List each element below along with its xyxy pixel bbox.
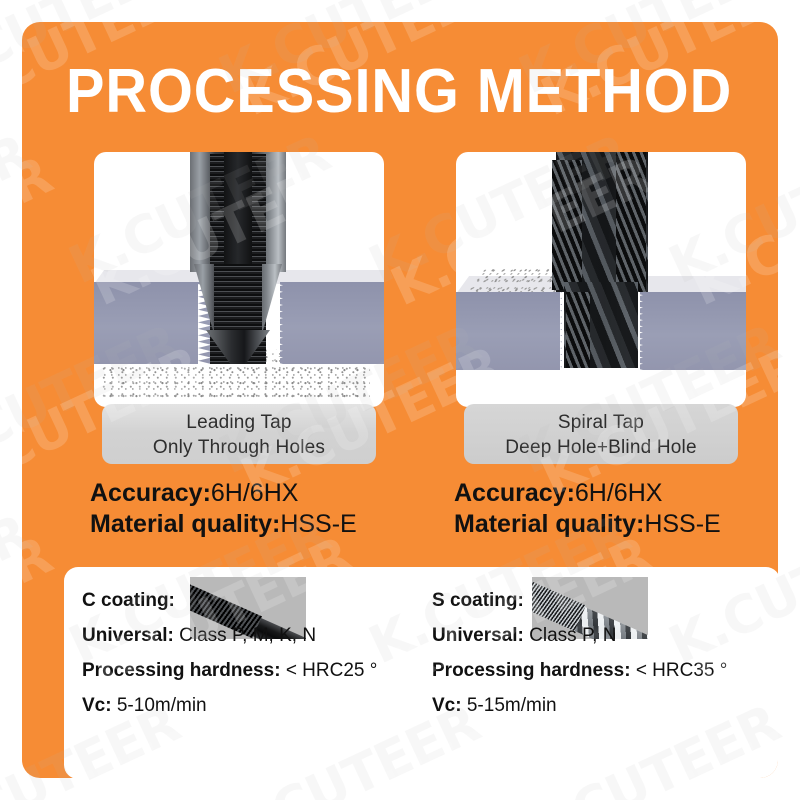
coating-row-universal-c: Universal: Class P, M, K, N xyxy=(82,618,377,653)
method-photo-right xyxy=(456,152,746,407)
spiral-cutting-edge xyxy=(552,160,582,290)
row-key: Processing hardness: xyxy=(82,660,281,681)
coating-label: S coating: xyxy=(432,590,524,611)
spec-key: Accuracy: xyxy=(454,479,575,507)
row-value: 5-15m/min xyxy=(466,695,557,716)
spiral-edge-in-hole xyxy=(566,292,590,368)
coating-row-hardness-c: Processing hardness: < HRC25 ° xyxy=(82,653,377,688)
caption-panel-right: Spiral Tap Deep Hole+Blind Hole xyxy=(464,404,738,464)
method-photo-left xyxy=(94,152,384,407)
spec-row-accuracy-right: Accuracy:6H/6HX xyxy=(454,478,721,509)
row-key: Vc: xyxy=(82,695,112,716)
orange-background-panel: PROCESSING METHOD xyxy=(22,22,778,778)
spec-key: Material quality: xyxy=(454,510,645,538)
workpiece-front-face xyxy=(94,282,210,364)
caption-panel-left: Leading Tap Only Through Holes xyxy=(102,404,376,464)
row-key: Processing hardness: xyxy=(432,660,631,681)
coating-row-hardness-s: Processing hardness: < HRC35 ° xyxy=(432,653,727,688)
c-coating-tap-thumbnail xyxy=(190,577,306,639)
row-value: < HRC25 ° xyxy=(285,660,378,681)
coating-row-universal-s: Universal: Class P, N xyxy=(432,618,727,653)
spec-block-right: Accuracy:6H/6HX Material quality:HSS-E xyxy=(454,478,721,540)
watermark-text: K.CUTEER xyxy=(22,145,61,319)
row-value: < HRC35 ° xyxy=(635,660,728,681)
watermark-text: K.CUTEER xyxy=(22,525,61,699)
spec-row-material-left: Material quality:HSS-E xyxy=(90,509,357,540)
page-title: PROCESSING METHOD xyxy=(66,57,733,126)
workpiece-front-face-right xyxy=(280,282,384,364)
spec-row-accuracy-left: Accuracy:6H/6HX xyxy=(90,478,357,509)
s-coating-text-block: S coating: Universal: Class P, N Process… xyxy=(432,583,727,723)
spec-block-left: Accuracy:6H/6HX Material quality:HSS-E xyxy=(90,478,357,540)
caption-right-line1: Spiral Tap xyxy=(557,412,645,433)
spec-value: HSS-E xyxy=(644,510,721,538)
tap-flute xyxy=(224,152,252,264)
spec-key: Material quality: xyxy=(90,510,281,538)
spec-value: 6H/6HX xyxy=(210,479,299,507)
caption-left-line2: Only Through Holes xyxy=(152,437,326,458)
spiral-tap-illustration xyxy=(456,152,746,407)
caption-left-line1: Leading Tap xyxy=(186,412,292,433)
coating-info-card: C coating: Universal: Class P, M, K, N P… xyxy=(64,567,778,778)
spiral-cutting-edge-right xyxy=(616,152,646,292)
leading-tap-illustration xyxy=(94,152,384,407)
row-key: Vc: xyxy=(432,695,462,716)
coating-column-s: S coating: Universal: Class P, N Process… xyxy=(422,567,778,778)
caption-right-line2: Deep Hole+Blind Hole xyxy=(505,437,697,458)
spec-key: Accuracy: xyxy=(90,479,211,507)
coating-name-c: C coating: xyxy=(82,583,377,618)
coating-name-s: S coating: xyxy=(432,583,727,618)
spec-value: HSS-E xyxy=(280,510,357,538)
row-key: Universal: xyxy=(82,625,174,646)
coating-row-vc-s: Vc: 5-15m/min xyxy=(432,688,727,723)
coating-column-c: C coating: Universal: Class P, M, K, N P… xyxy=(64,567,422,778)
row-value: 5-10m/min xyxy=(116,695,207,716)
coating-row-vc-c: Vc: 5-10m/min xyxy=(82,688,377,723)
coating-label: C coating: xyxy=(82,590,175,611)
spec-row-material-right: Material quality:HSS-E xyxy=(454,509,721,540)
row-value: Class P, M, K, N xyxy=(179,625,317,646)
row-value: Class P, N xyxy=(529,625,617,646)
spec-value: 6H/6HX xyxy=(574,479,663,507)
row-key: Universal: xyxy=(432,625,524,646)
s-coating-tap-thumbnail xyxy=(532,577,648,639)
c-coating-text-block: C coating: Universal: Class P, M, K, N P… xyxy=(82,583,377,723)
